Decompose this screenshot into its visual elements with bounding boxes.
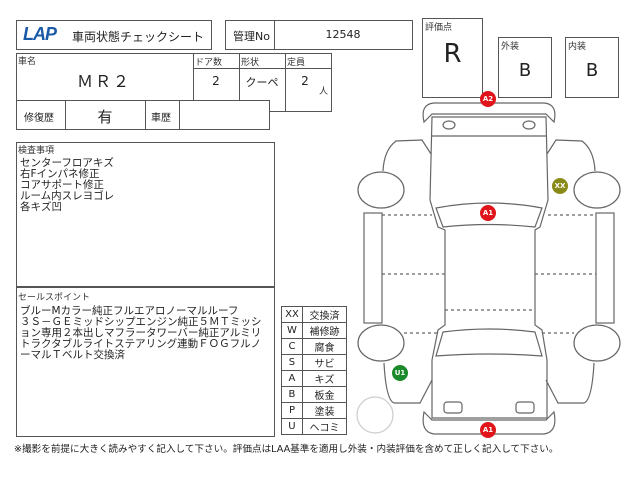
interior-grade-box: 内装 B (565, 37, 619, 98)
shape-label: 形状 (241, 58, 260, 68)
left-rear-wheel (357, 324, 405, 362)
kanri-label: 管理No (233, 30, 270, 43)
exterior-grade: B (518, 60, 532, 81)
left-front-fender (382, 139, 432, 172)
overall-grade-label: 評価点 (425, 23, 453, 33)
sales-line: トラクタブルライトステアリング連動ＦＯＧフルノ (20, 338, 262, 350)
front-bumper (422, 102, 556, 124)
inspection-line: 各キズ凹 (20, 201, 62, 213)
lap-logo: LAP (23, 24, 57, 44)
exterior-grade-box: 外装 B (498, 37, 552, 98)
exterior-grade-label: 外装 (501, 42, 520, 52)
right-front-wheel (573, 171, 621, 209)
doors-label: ドア数 (195, 58, 223, 68)
capacity-label: 定員 (287, 58, 306, 68)
vehicle-name: ＭＲ２ (77, 72, 132, 91)
sales-label: セールスポイント (18, 293, 91, 303)
blank-circle (356, 396, 394, 434)
sheet-title: 車両状態チェックシート (72, 30, 205, 44)
repair-label: 修復歴 (24, 113, 54, 124)
doors-value: 2 (212, 74, 220, 88)
inspection-box: 検査事項 センターフロアキズ 右Fインパネ修正 コアサポート修正 ルーム内スレヨ… (16, 142, 275, 287)
sales-line: ３Ｓ－ＧＥミッドシップエンジン純正５ＭＴミッシ (20, 316, 262, 328)
right-side-panel (595, 212, 615, 324)
inspection-line: 右Fインパネ修正 (20, 168, 100, 180)
left-front-wheel (357, 171, 405, 209)
left-side-panel (363, 212, 383, 324)
damage-marker-left-rear-fender: U1 (392, 365, 408, 381)
inspection-label: 検査事項 (18, 146, 55, 156)
interior-grade: B (585, 60, 599, 81)
damage-marker-windshield: A1 (480, 205, 496, 221)
sales-line: ーマルＴベルト交換済 (20, 349, 125, 361)
repair-value: 有 (97, 108, 113, 126)
sales-line: ョン専用２本出しマフラータワーバー純正アルミリ (20, 327, 262, 339)
inspection-lines: センターフロアキズ 右Fインパネ修正 コアサポート修正 ルーム内スレヨゴレ 各キ… (20, 158, 114, 213)
rear-window (435, 328, 543, 357)
capacity-unit: 人 (319, 87, 329, 97)
name-label: 車名 (18, 57, 37, 67)
car-body (429, 116, 549, 419)
title-box: LAP 車両状態チェックシート (16, 20, 212, 50)
overall-grade: R (443, 39, 462, 69)
inspection-line: センターフロアキズ (20, 157, 114, 169)
left-rear-fender (383, 362, 433, 404)
kanri-value: 12548 (325, 28, 361, 41)
rear-bumper (422, 410, 556, 435)
right-rear-fender (545, 362, 595, 404)
windshield (435, 202, 543, 228)
sales-line: ブルーMカラー純正フルエアロノーマルルーフ (20, 305, 239, 317)
interior-grade-label: 内装 (568, 42, 587, 52)
damage-marker-front-bumper: A2 (480, 91, 496, 107)
sales-lines: ブルーMカラー純正フルエアロノーマルルーフ ３Ｓ－ＧＥミッドシップエンジン純正５… (20, 306, 262, 361)
inspection-line: コアサポート修正 (20, 179, 104, 191)
footnote: ※撮影を前提に大きく読みやすく記入して下さい。評価点はLAA基準を適用し外装・内… (14, 444, 559, 455)
kanri-box: 管理No 12548 (225, 20, 413, 50)
damage-marker-rear-bumper: A1 (480, 422, 496, 438)
damage-marker-right-fender: XX (552, 178, 568, 194)
shape-value: クーペ (245, 76, 279, 89)
history-box: 修復歴 有 車歴 (16, 100, 270, 130)
car-history-label: 車歴 (151, 113, 171, 124)
legend-meaning: ヘコミ (301, 418, 348, 435)
capacity-value: 2 (301, 74, 309, 88)
overall-grade-box: 評価点 R (422, 18, 483, 98)
right-front-fender (546, 139, 596, 172)
inspection-line: ルーム内スレヨゴレ (20, 190, 115, 202)
sales-box: セールスポイント ブルーMカラー純正フルエアロノーマルルーフ ３Ｓ－ＧＥミッドシ… (16, 287, 275, 437)
right-rear-wheel (573, 324, 621, 362)
